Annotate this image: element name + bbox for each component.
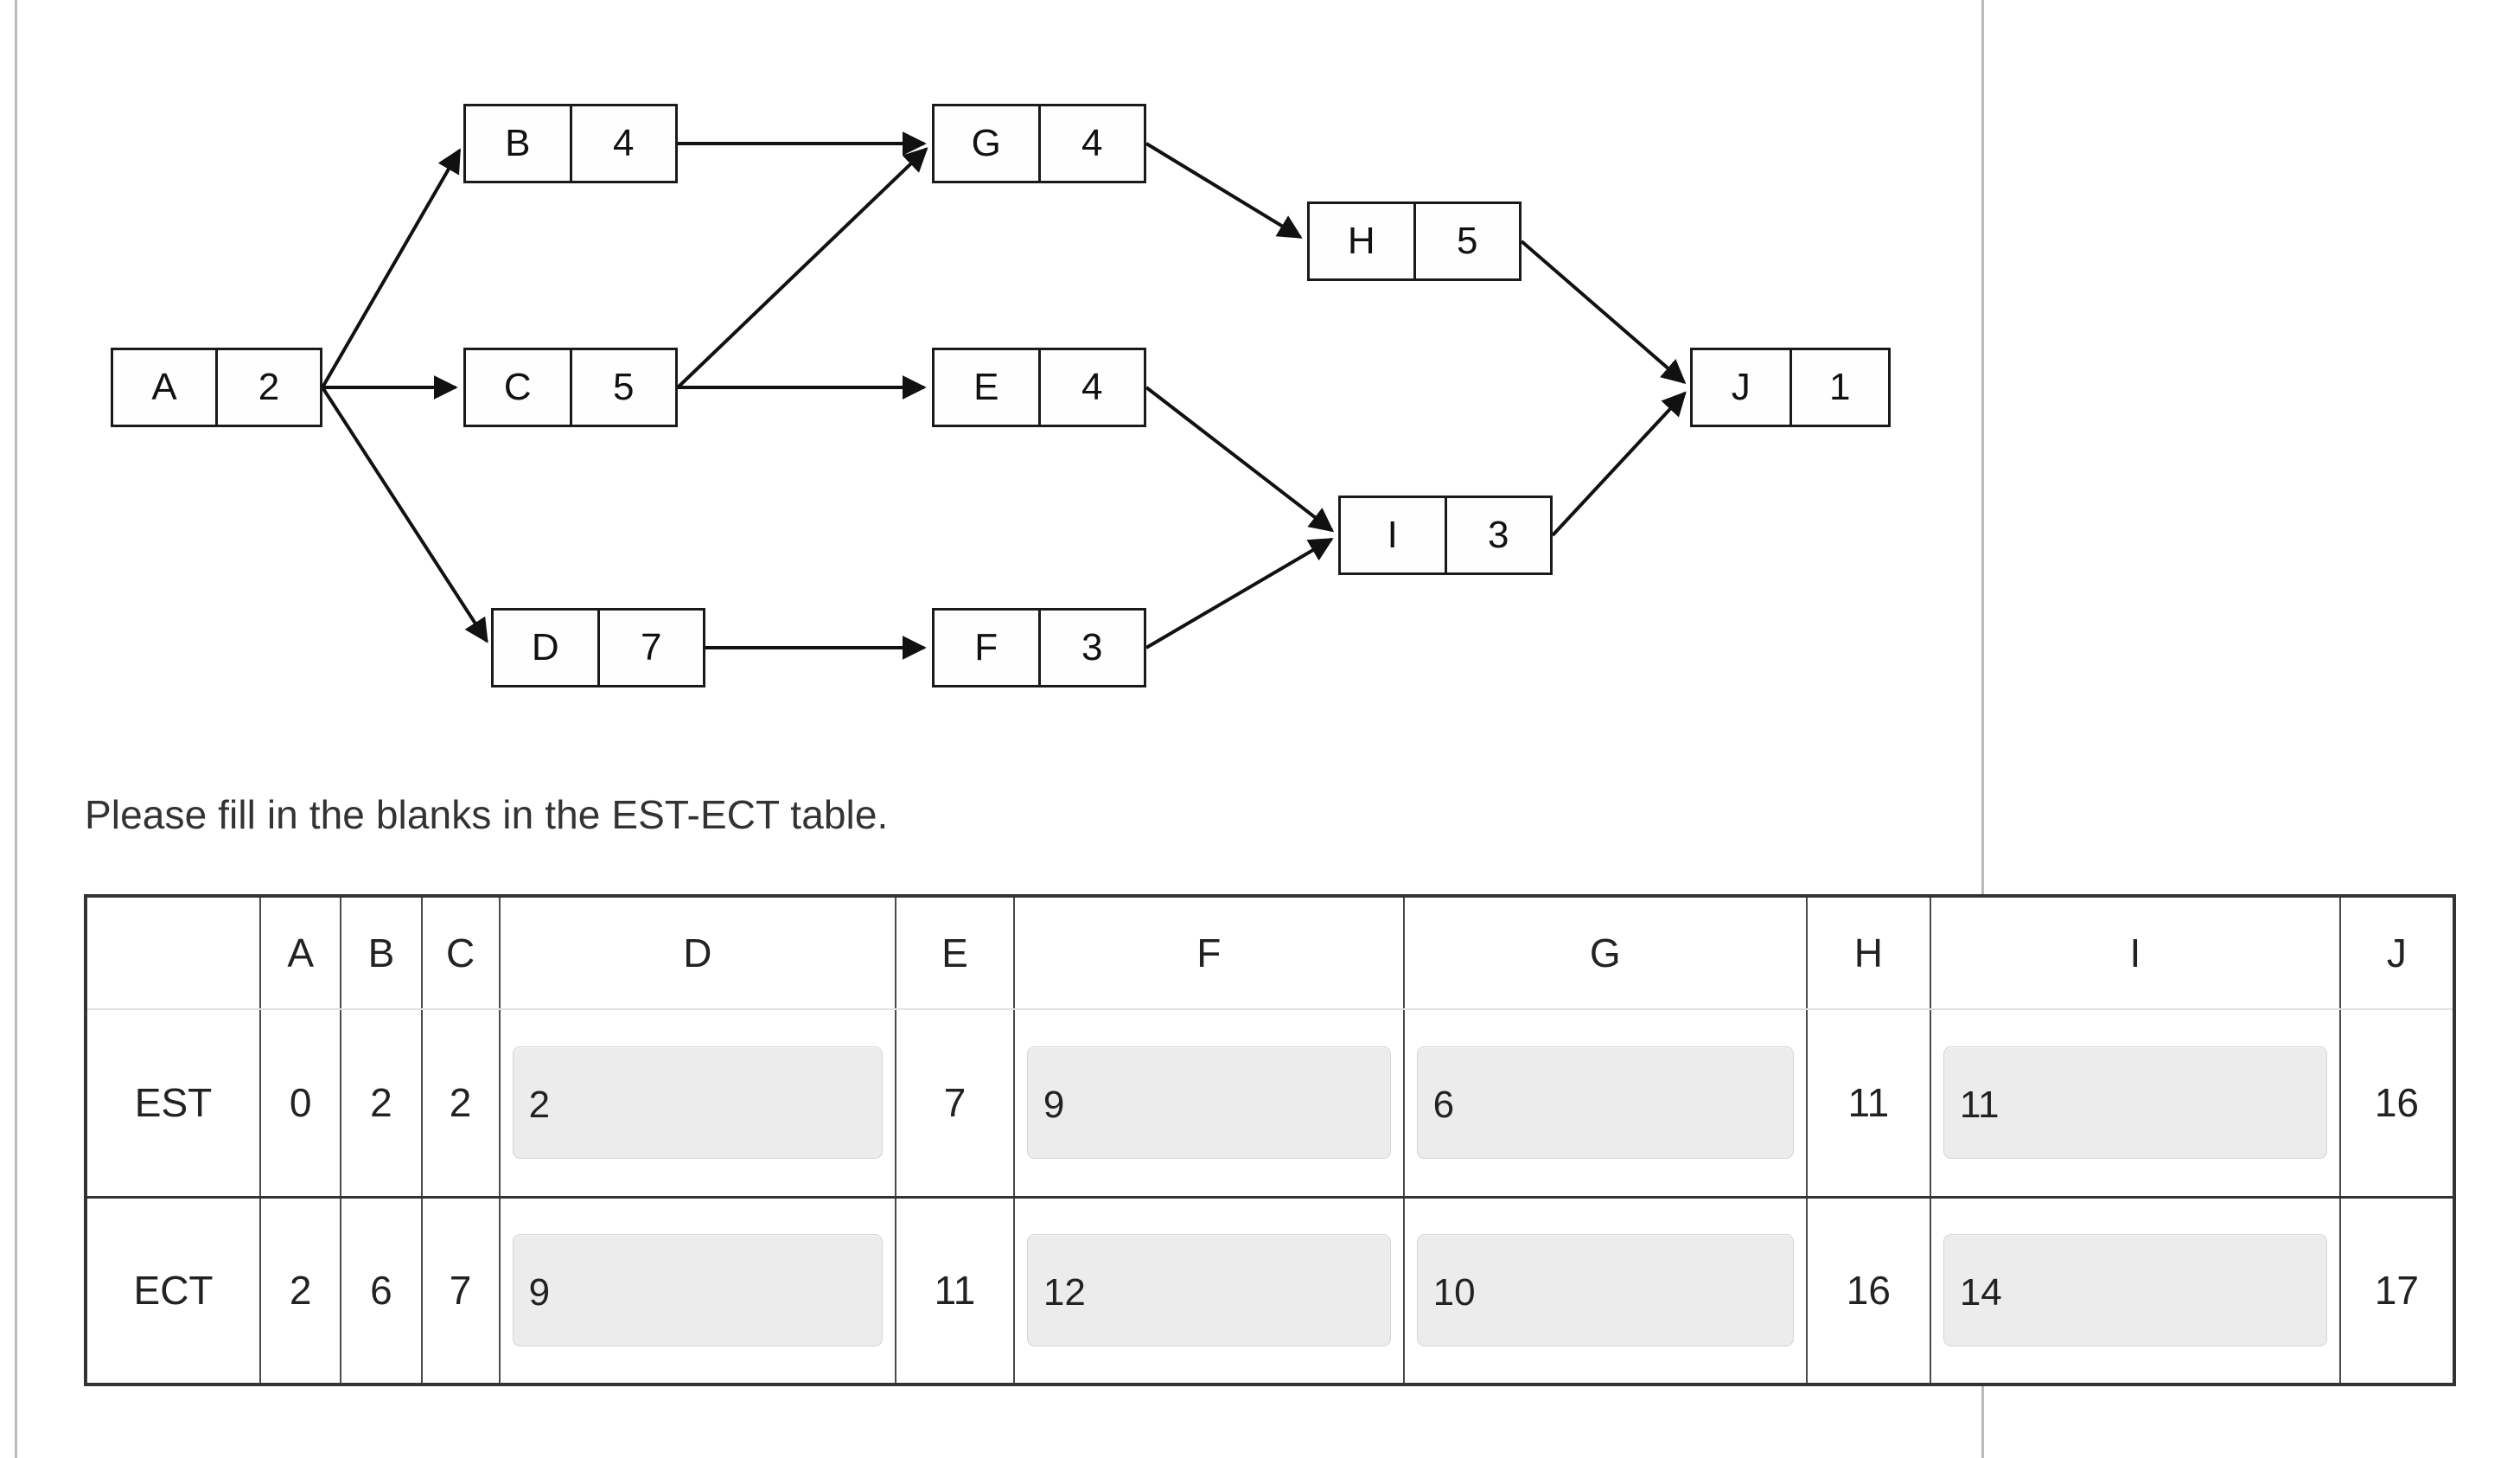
node-A-label: A (113, 350, 218, 425)
column-header-F: F (1012, 896, 1405, 1010)
node-B-label: B (466, 106, 572, 181)
cell-est-j: 16 (2338, 1009, 2454, 1199)
cell-est-i (1929, 1009, 2341, 1199)
node-B-duration: 4 (613, 122, 635, 164)
cell-est-f (1012, 1009, 1405, 1199)
cell-est-a: 0 (259, 1009, 342, 1199)
node-G-label: G (935, 106, 1041, 181)
page-margin-left (15, 0, 17, 1458)
input-ect-f[interactable] (1026, 1234, 1391, 1347)
edge-I-to-J (1551, 391, 1687, 537)
node-I-label: I (1341, 498, 1447, 572)
node-A-duration: 2 (258, 366, 280, 408)
cell-est-b: 2 (340, 1009, 423, 1199)
cell-ect-g (1402, 1197, 1808, 1384)
page-margin-right (1981, 0, 1984, 1458)
input-est-d[interactable] (512, 1046, 884, 1160)
input-est-i[interactable] (1943, 1046, 2327, 1160)
input-est-g[interactable] (1416, 1046, 1794, 1160)
cell-ect-j: 17 (2338, 1197, 2454, 1384)
node-F-label: F (935, 611, 1041, 685)
edge-A-to-D (321, 386, 488, 643)
node-H-label: H (1310, 204, 1416, 278)
cell-ect-h: 16 (1805, 1197, 1931, 1384)
column-header-D: D (498, 896, 897, 1010)
column-header-C: C (420, 896, 501, 1010)
column-header-A: A (259, 896, 342, 1010)
column-header-H: H (1805, 896, 1931, 1010)
cell-ect-f (1012, 1197, 1405, 1384)
cell-est-d (498, 1009, 897, 1199)
edge-E-to-I (1145, 386, 1335, 533)
input-ect-i[interactable] (1943, 1234, 2327, 1347)
edge-C-to-G (676, 147, 928, 389)
node-H-duration: 5 (1457, 220, 1478, 262)
input-ect-g[interactable] (1416, 1234, 1794, 1347)
cell-est-c: 2 (420, 1009, 501, 1199)
edge-G-to-H (1145, 142, 1303, 240)
node-F-duration: 3 (1081, 626, 1103, 668)
cell-est-e: 7 (895, 1009, 1015, 1199)
node-D-label: D (494, 611, 600, 685)
node-J-duration: 1 (1829, 366, 1851, 408)
instruction-text: Please fill in the blanks in the EST-ECT… (85, 792, 889, 837)
column-header-G: G (1402, 896, 1808, 1010)
cell-ect-i (1929, 1197, 2341, 1384)
edge-H-to-J (1520, 240, 1687, 384)
column-header-J: J (2338, 896, 2454, 1010)
input-ect-d[interactable] (512, 1234, 884, 1347)
node-C-label: C (466, 350, 572, 425)
node-E-duration: 4 (1081, 366, 1103, 408)
node-C-duration: 5 (613, 366, 635, 408)
edges-layer (321, 131, 1687, 660)
edge-A-to-B (321, 148, 462, 389)
node-I-duration: 3 (1488, 514, 1509, 556)
row-label-ect: ECT (86, 1197, 262, 1384)
cell-est-h: 11 (1805, 1009, 1931, 1199)
node-E-label: E (935, 350, 1041, 425)
cell-est-g (1402, 1009, 1808, 1199)
column-header-I: I (1929, 896, 2341, 1010)
column-header-B: B (340, 896, 423, 1010)
cell-ect-a: 2 (259, 1197, 342, 1384)
cell-ect-c: 7 (420, 1197, 501, 1384)
cell-ect-e: 11 (895, 1197, 1015, 1384)
node-G-duration: 4 (1081, 122, 1103, 164)
column-header-E: E (895, 896, 1015, 1010)
table-corner-header (86, 896, 262, 1010)
node-J-label: J (1693, 350, 1792, 425)
cell-ect-b: 6 (340, 1197, 423, 1384)
cell-ect-d (498, 1197, 897, 1384)
input-est-f[interactable] (1026, 1046, 1391, 1160)
node-D-duration: 7 (641, 626, 662, 668)
edge-F-to-I (1145, 537, 1334, 649)
row-label-est: EST (86, 1009, 262, 1199)
